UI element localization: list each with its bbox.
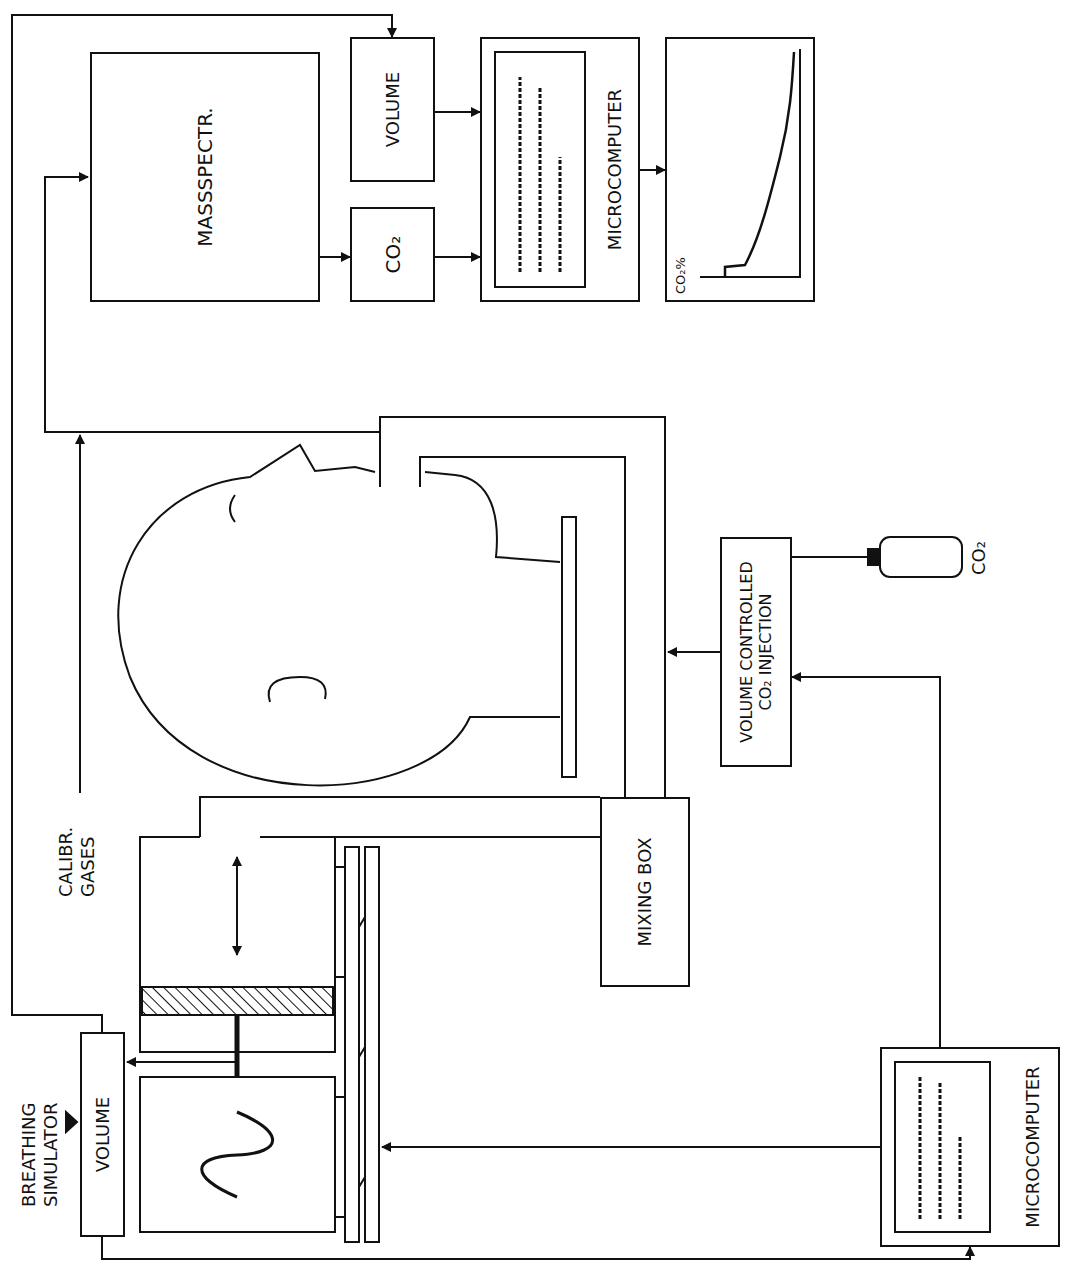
calibration-line <box>79 435 81 793</box>
screen <box>895 1062 990 1232</box>
graph-curve <box>725 52 794 277</box>
support-leg <box>335 976 345 978</box>
mixing-box: MIXING BOX <box>600 797 690 987</box>
screen-text-scribble <box>920 1077 960 1219</box>
volume-box: VOLUME <box>350 37 435 182</box>
pointer-arrow <box>66 1112 77 1132</box>
rail <box>345 847 359 1242</box>
box-label: VOLUME CONTROLLED CO₂ INJECTION <box>737 545 775 759</box>
motor-box <box>140 1077 335 1232</box>
signal-connector <box>640 169 665 171</box>
box-label: MICROCOMPUTER <box>1022 1066 1044 1227</box>
box-label: MICROCOMPUTER <box>604 89 626 250</box>
piston <box>142 987 333 1015</box>
signal-connector <box>102 1237 970 1259</box>
sine-symbol <box>202 1112 273 1197</box>
box-label: MASSSPECTR. <box>193 107 217 246</box>
signal-connector <box>792 677 940 1047</box>
graph-axes <box>700 49 800 277</box>
signal-connector <box>435 111 480 113</box>
control-wire <box>382 1146 880 1148</box>
computer-box: MICROCOMPUTER <box>880 1047 1060 1247</box>
support-leg <box>335 866 345 868</box>
signal-connector <box>320 256 350 258</box>
valve <box>868 549 878 565</box>
gas-bottle <box>880 537 962 577</box>
title-label: BREATHING SIMULATOR <box>18 1037 61 1207</box>
duct-wall <box>200 797 600 837</box>
box-label: CO₂% <box>673 257 689 294</box>
motion-arrow <box>236 857 238 955</box>
eye <box>230 495 235 522</box>
screen <box>495 52 585 287</box>
injection-box: VOLUME CONTROLLED CO₂ INJECTION <box>720 537 792 767</box>
rail-tie <box>359 917 365 1187</box>
duct-wall <box>260 836 600 838</box>
piston-rod <box>235 1015 240 1077</box>
computer-box: MICROCOMPUTER <box>480 37 640 302</box>
box-label: MIXING BOX <box>634 838 656 947</box>
graph-box: CO₂% <box>665 37 815 302</box>
support-leg <box>335 1096 345 1098</box>
ear <box>269 677 326 702</box>
signal-connector <box>435 256 480 258</box>
head-outline <box>118 445 560 785</box>
box-label: VOLUME <box>92 1097 114 1172</box>
volume-box: VOLUME <box>80 1032 125 1237</box>
signal-connector <box>12 15 392 1032</box>
head-support <box>562 517 576 777</box>
breathing-tube <box>420 457 625 797</box>
box-label: CO₂ <box>381 236 405 274</box>
gas-line <box>792 556 868 558</box>
box-label: VOLUME <box>382 72 404 147</box>
support-leg <box>335 1216 345 1218</box>
mass-spectrometer-box: MASSSPECTR. <box>90 52 320 302</box>
gas-label: CALIBR. GASES <box>55 797 98 897</box>
injection-line <box>668 651 720 653</box>
position-sensor-line <box>127 1061 237 1063</box>
screen-text-scribble <box>520 77 560 272</box>
co2-box: CO₂ <box>350 207 435 302</box>
breathing-tube <box>380 417 665 797</box>
rail <box>365 847 379 1242</box>
bottle-label: CO₂ <box>968 515 990 575</box>
